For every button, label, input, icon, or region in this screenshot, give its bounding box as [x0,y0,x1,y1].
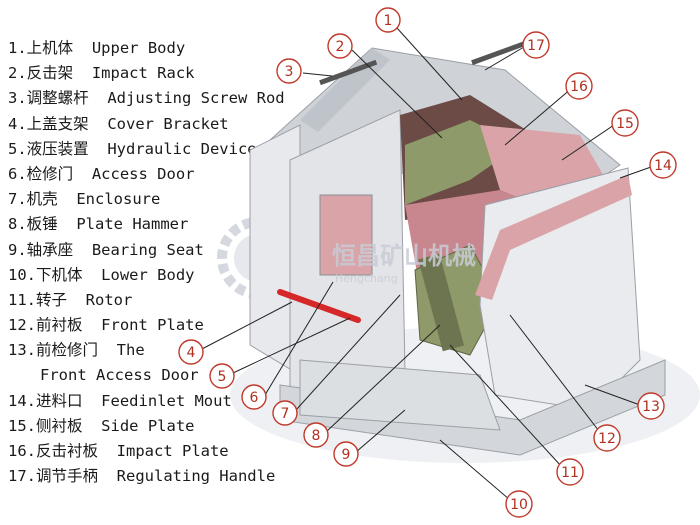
callout-10: 10 [505,490,533,518]
legend-item-16: 16.反击衬板 Impact Plate [8,442,229,460]
regulating-handle-left [319,59,378,86]
callout-17: 17 [522,31,550,59]
svg-text:9: 9 [342,447,351,463]
leader-16 [504,87,573,146]
legend-item-17: 17.调节手柄 Regulating Handle [8,467,276,486]
callout-4: 4 [178,339,204,365]
svg-text:15: 15 [616,116,634,132]
legend-item-15: 15.侧衬板 Side Plate [8,416,195,435]
hood-rib [300,48,390,132]
leader-5 [232,317,351,374]
svg-text:14: 14 [654,158,672,174]
svg-text:17: 17 [527,38,545,54]
svg-text:1: 1 [384,13,393,29]
svg-text:8: 8 [312,428,321,444]
callout-16: 16 [565,72,593,100]
leader-11 [449,344,563,468]
leader-13 [584,384,641,406]
leader-2 [351,49,443,139]
leader-6 [264,281,334,396]
callout-13: 13 [637,392,665,420]
callout-8: 8 [303,422,329,448]
legend-item-14: 14.进料口 Feedinlet Mouth [8,391,242,410]
legend-item-11: 11.转子 Rotor [8,290,133,309]
callout-14: 14 [649,151,677,179]
legend-item-13-cont: Front Access Door [40,366,199,385]
leader-7 [295,294,401,411]
leader-12 [509,314,603,436]
leader-8 [325,324,441,433]
legend-item-2: 2.反击架 Impact Rack [8,64,195,83]
svg-text:3: 3 [285,64,294,80]
legend-item-10: 10.下机体 Lower Body [8,265,195,284]
legend-item-6: 6.检修门 Access Door [8,164,195,183]
svg-text:10: 10 [510,497,528,513]
legend-item-7: 7.机壳 Enclosure [8,190,161,209]
leader-lines [199,27,652,501]
svg-text:16: 16 [570,79,588,95]
svg-text:4: 4 [187,345,196,361]
leader-15 [561,124,615,161]
svg-text:5: 5 [218,369,227,385]
leader-10 [439,439,511,501]
callout-6: 6 [241,384,267,410]
callout-15: 15 [611,109,639,137]
svg-text:7: 7 [281,406,290,422]
front-liner-edge [475,175,632,300]
legend-item-13: 13.前检修门 The [8,341,145,360]
svg-text:12: 12 [598,431,616,447]
leader-14 [619,166,652,179]
callout-12: 12 [593,424,621,452]
leader-9 [355,409,406,453]
legend-item-12: 12.前衬板 Front Plate [8,316,204,335]
callout-5: 5 [209,363,235,389]
leader-3 [302,72,333,77]
access-door [319,194,373,276]
svg-text:11: 11 [561,465,579,481]
legend-item-4: 4.上盖支架 Cover Bracket [8,114,229,133]
plate-hammer [418,253,465,352]
svg-text:2: 2 [336,39,345,55]
regulating-handle-right [471,39,530,66]
watermark-subtext: Hengchang [335,272,398,285]
legend-item-1: 1.上机体 Upper Body [8,39,186,57]
legend-item-3: 3.调整螺杆 Adjusting Screw Rod [8,89,285,108]
legend-item-9: 9.轴承座 Bearing Seat [8,240,204,259]
legend-item-8: 8.板锤 Plate Hammer [8,215,189,234]
lower-front-frame [299,359,501,431]
watermark-text: 恒昌矿山机械 [332,242,476,270]
callout-9: 9 [333,441,359,467]
svg-text:6: 6 [250,390,259,406]
svg-text:13: 13 [642,399,660,415]
leader-17 [484,46,525,71]
leader-1 [396,27,463,101]
callout-3: 3 [276,58,302,84]
leader-4 [199,301,293,351]
callout-11: 11 [556,458,584,486]
legend-item-5: 5.液压装置 Hydraulic Device [8,139,257,158]
parts-legend: 1.上机体 Upper Body 2.反击架 Impact Rack 3.调整螺… [8,36,308,489]
callout-2: 2 [327,33,353,59]
callout-7: 7 [272,400,298,426]
callout-1: 1 [375,7,401,33]
